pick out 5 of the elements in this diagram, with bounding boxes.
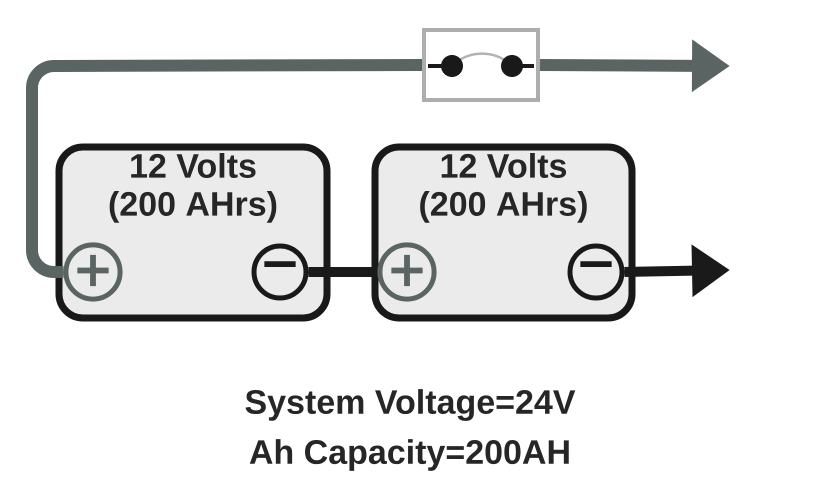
caption-text: Ah Capacity=200AH [250,439,569,471]
fuse-symbol [422,28,540,102]
wire [26,59,422,278]
caption-text: System Voltage=24V [245,389,576,421]
wire [308,267,378,277]
